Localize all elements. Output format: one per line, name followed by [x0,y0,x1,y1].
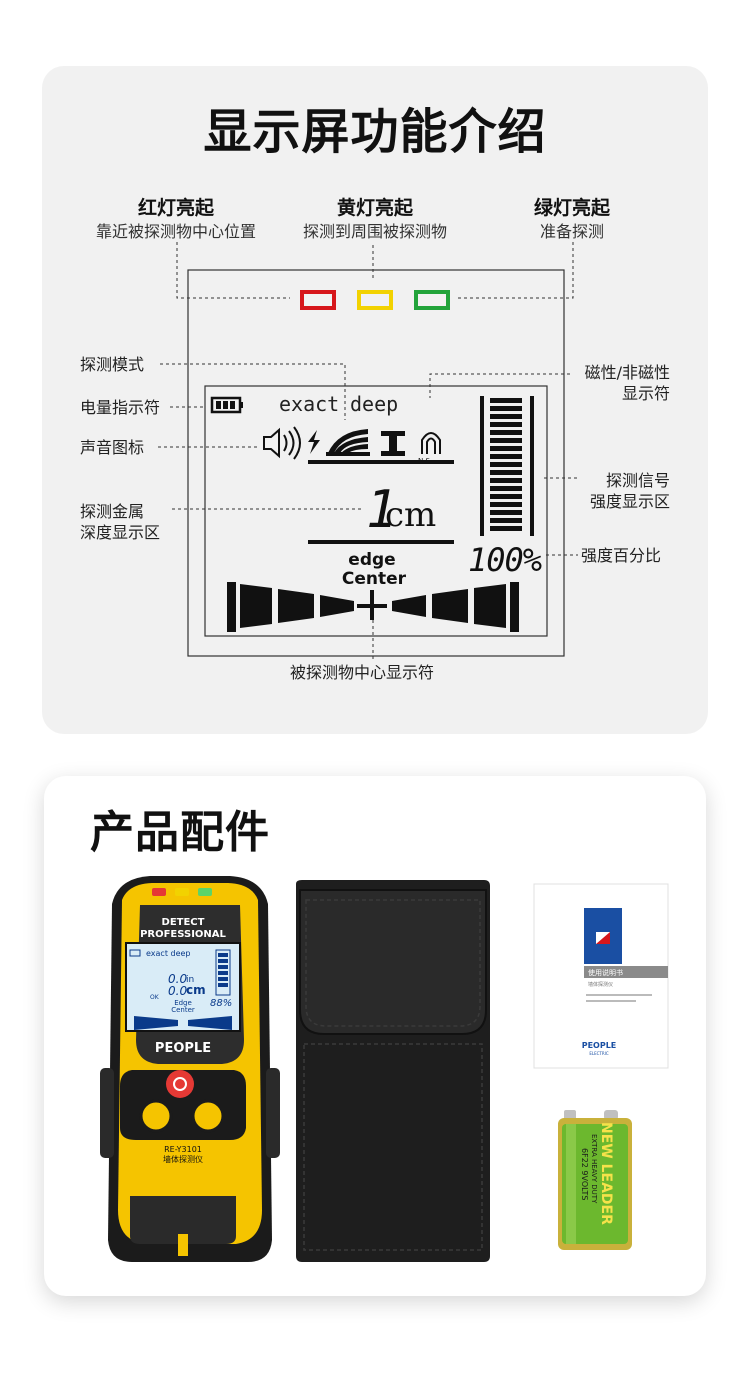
signal-segment [490,510,522,515]
center-indicator [227,582,519,632]
signal-segment [490,406,522,411]
lcd-divider-bottom [308,540,454,544]
label-depth-line1: 探测金属 [80,502,145,521]
lcd-percent-value: 100% [468,541,542,579]
signal-segment [490,446,522,451]
lcd-edge: edge [348,550,395,570]
speaker-icon [263,426,301,460]
label-battery: 电量指示符 [80,398,161,417]
signal-segment [490,398,522,403]
lcd-depth-unit: cm [385,495,436,535]
display-intro-title: 显示屏功能介绍 [203,104,547,160]
lcd-divider-top [308,460,454,464]
lcd-red-lamp [300,290,336,310]
lightning-icon [308,430,320,454]
signal-segment [490,470,522,475]
signal-segment [490,438,522,443]
label-magnetic-line2: 显示符 [621,384,670,403]
label-depth-line2: 深度显示区 [80,523,161,542]
display-intro-card [42,66,708,734]
signal-strength-bar [480,396,534,536]
lcd-mode-deep: deep [350,392,398,416]
lcd-diagram: exact deep N S 1 cm edge Center 100% [158,242,580,660]
signal-segment [490,478,522,483]
label-sound: 声音图标 [80,438,145,457]
metal-mode-icon [381,431,405,456]
signal-segment [490,502,522,507]
signal-segment [490,486,522,491]
green-lamp-heading: 绿灯亮起 [533,197,610,219]
label-signal-line1: 探测信号 [605,471,670,490]
signal-segment [490,422,522,427]
label-signal: 探测信号 强度显示区 [560,470,670,512]
signal-segment [490,518,522,523]
signal-segment [490,494,522,499]
lcd-mode-exact: exact [279,392,339,416]
battery-icon [210,396,243,414]
wood-mode-icon [326,429,370,456]
signal-segment [490,462,522,467]
label-center: 被探测物中心显示符 [290,663,435,682]
lcd-yellow-lamp [357,290,393,310]
label-detect-mode: 探测模式 [80,355,145,374]
red-lamp-heading: 红灯亮起 [137,197,214,219]
accessories-title: 产品配件 [90,807,270,858]
yellow-lamp-desc: 探测到周围被探测物 [302,222,447,241]
signal-segment [490,430,522,435]
lcd-center: Center [342,569,407,589]
label-depth: 探测金属 深度显示区 [80,501,160,543]
lcd-green-lamp [414,290,450,310]
red-lamp-desc: 靠近被探测物中心位置 [95,222,256,241]
label-signal-line2: 强度显示区 [589,492,670,511]
yellow-lamp-heading: 黄灯亮起 [336,197,413,219]
signal-segment [490,526,522,531]
signal-segment [490,414,522,419]
signal-segment [490,454,522,459]
label-magnetic-line1: 磁性/非磁性 [584,363,670,382]
magnet-icon [421,432,441,454]
green-lamp-desc: 准备探测 [539,222,604,241]
label-magnetic: 磁性/非磁性 显示符 [560,362,670,404]
lcd-depth-value: 1 [366,480,397,540]
label-percent: 强度百分比 [581,546,662,565]
